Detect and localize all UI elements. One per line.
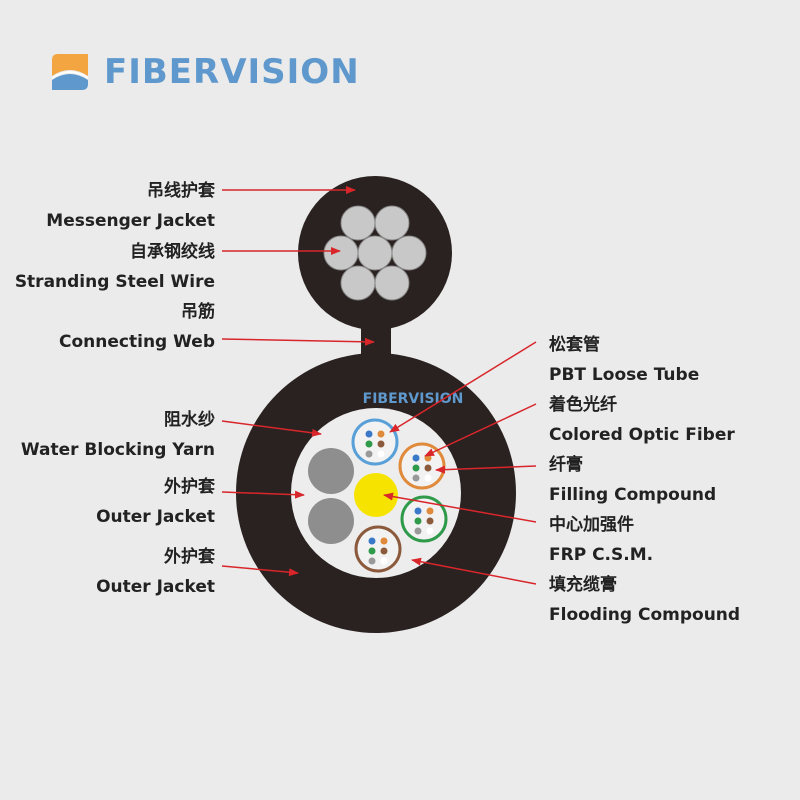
brand-logo: FIBERVISION (48, 48, 360, 96)
loose-tube-brown (354, 525, 402, 573)
label-water-blocking-yarn-cn: 阻水纱 (164, 410, 215, 430)
label-frp-cn: 中心加强件 (549, 515, 634, 535)
filler-rod-bottom (308, 498, 354, 544)
arrow-outer-jacket-1 (221, 490, 305, 499)
arrow-flooding-compound (411, 557, 537, 585)
label-connecting-web-en: Connecting Web (59, 332, 215, 352)
label-water-blocking-yarn-en: Water Blocking Yarn (20, 440, 215, 460)
label-outer-jacket-1-en: Outer Jacket (96, 507, 215, 527)
label-filling-compound-en: Filling Compound (549, 485, 717, 505)
steel-wires (323, 205, 427, 301)
arrow-frp (383, 492, 537, 523)
arrow-filling-compound (435, 465, 537, 474)
filler-rod-top (308, 448, 354, 494)
label-frp-en: FRP C.S.M. (549, 545, 654, 565)
label-colored-fiber-cn: 着色光纤 (549, 395, 617, 415)
label-outer-jacket-1-cn: 外护套 (164, 477, 215, 497)
arrow-connecting-web (221, 337, 375, 346)
loose-tube-blue (351, 418, 399, 466)
fibervision-logo-icon (52, 54, 88, 90)
label-flooding-compound-en: Flooding Compound (549, 605, 741, 625)
label-steel-wire-en: Stranding Steel Wire (14, 272, 215, 292)
label-outer-jacket-2-en: Outer Jacket (96, 577, 215, 597)
logo-text: FIBERVISION (104, 52, 360, 92)
label-steel-wire-cn: 自承钢绞线 (130, 242, 215, 262)
label-outer-jacket-2-cn: 外护套 (164, 547, 215, 567)
label-loose-tube-en: PBT Loose Tube (549, 365, 700, 385)
arrow-colored-fiber (424, 403, 537, 457)
arrow-loose-tube (389, 341, 537, 433)
cable-watermark: FIBERVISION (363, 391, 464, 407)
arrow-outer-jacket-2 (221, 565, 299, 577)
label-filling-compound-cn: 纤膏 (549, 455, 583, 475)
arrow-water-blocking-yarn (221, 420, 322, 437)
loose-tube-green (400, 495, 448, 543)
label-messenger-jacket-en: Messenger Jacket (46, 211, 215, 231)
label-flooding-compound-cn: 填充缆膏 (549, 575, 617, 595)
label-connecting-web-cn: 吊筋 (181, 302, 215, 322)
label-messenger-jacket-cn: 吊线护套 (147, 181, 215, 201)
label-colored-fiber-en: Colored Optic Fiber (549, 425, 735, 445)
frp-central-member (354, 473, 398, 517)
label-loose-tube-cn: 松套管 (549, 335, 600, 355)
callout-arrows (221, 186, 537, 585)
